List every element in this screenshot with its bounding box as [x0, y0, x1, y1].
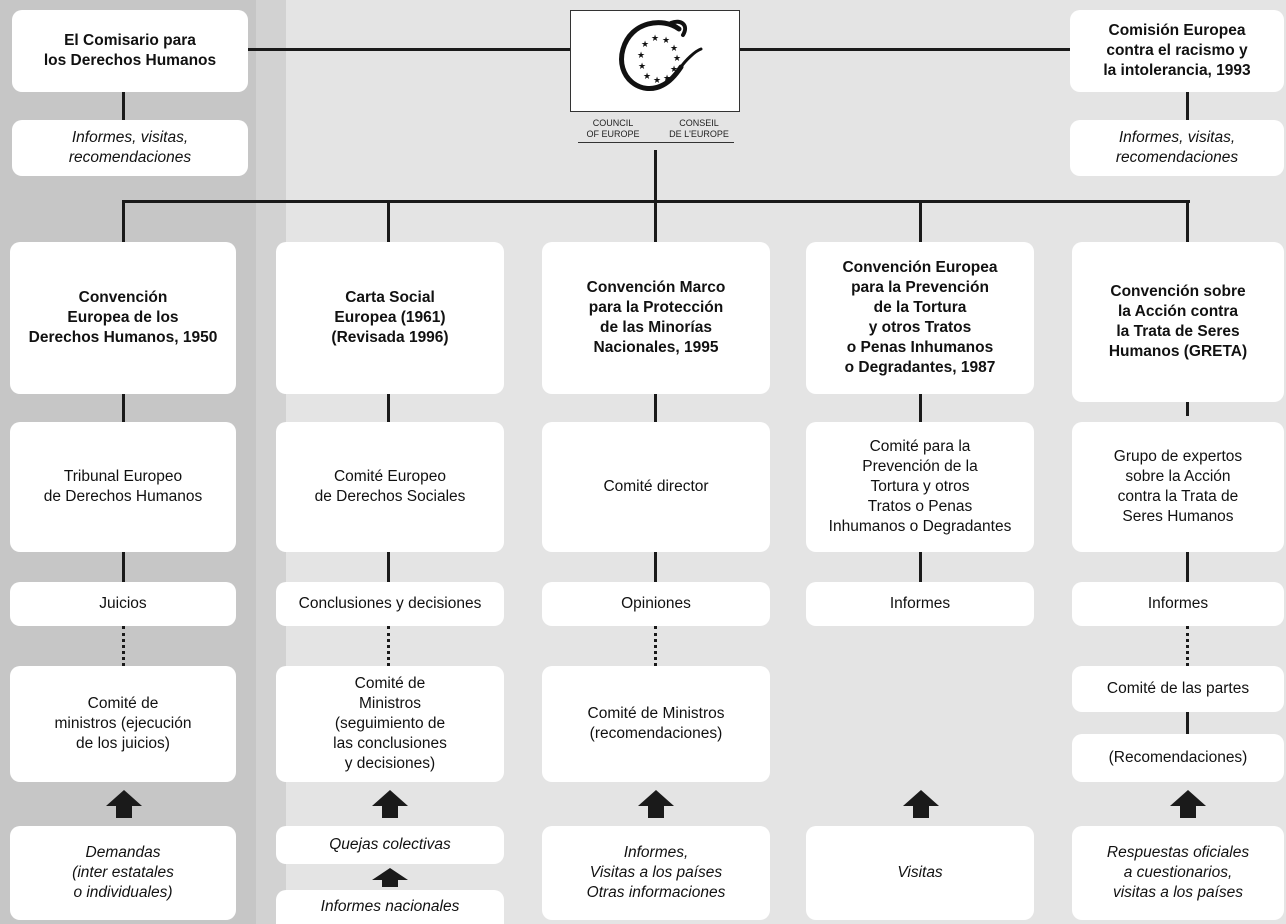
col5-body-box: Grupo de expertos sobre la Acción contra…: [1072, 422, 1284, 552]
drop-col4: [919, 200, 922, 242]
dotted-link-5: [1186, 626, 1189, 666]
dotted-link-3: [654, 626, 657, 666]
logo-underline: [578, 142, 734, 143]
col1-follow-box: Comité de ministros (ejecución de los ju…: [10, 666, 236, 782]
col3-body-box: Comité director: [542, 422, 770, 552]
col4-result-box: Informes: [806, 582, 1034, 626]
col4-body-box: Comité para la Prevención de la Tortura …: [806, 422, 1034, 552]
col2-follow-box: Comité de Ministros (seguimiento de las …: [276, 666, 504, 782]
col5-follow-box: Comité de las partes: [1072, 666, 1284, 712]
link-body-result-4: [919, 552, 922, 582]
svg-text:★: ★: [662, 36, 670, 46]
col3-result-box: Opiniones: [542, 582, 770, 626]
logo-caption-fr: CONSEIL DE L'EUROPE: [669, 118, 729, 139]
col1-input-box: Demandas (inter estatales o individuales…: [10, 826, 236, 920]
logo-caption-en: COUNCIL OF EUROPE: [586, 118, 640, 139]
svg-text:★: ★: [643, 72, 651, 82]
link-title-body-3: [654, 394, 657, 422]
svg-text:★: ★: [673, 54, 681, 64]
col3-follow-box: Comité de Ministros (recomendaciones): [542, 666, 770, 782]
svg-text:★: ★: [638, 62, 646, 72]
svg-text:★: ★: [663, 74, 671, 84]
svg-text:★: ★: [653, 76, 661, 86]
drop-col5: [1186, 200, 1189, 242]
col5-result-box: Informes: [1072, 582, 1284, 626]
drop-col1: [122, 200, 125, 242]
col3-input-box: Informes, Visitas a los países Otras inf…: [542, 826, 770, 920]
col2-body-box: Comité Europeo de Derechos Sociales: [276, 422, 504, 552]
col3-title-box: Convención Marco para la Protección de l…: [542, 242, 770, 394]
link-title-body-5: [1186, 402, 1189, 416]
up-arrow-icon: [372, 790, 408, 818]
commissioner-output-box: Informes, visitas, recomendaciones: [12, 120, 248, 176]
up-arrow-icon: [638, 790, 674, 818]
col5-follow2-box: (Recomendaciones): [1072, 734, 1284, 782]
col2-input2-box: Informes nacionales: [276, 890, 504, 924]
svg-text:★: ★: [670, 44, 678, 54]
logo-caption: COUNCIL OF EUROPE CONSEIL DE L'EUROPE: [572, 118, 740, 140]
link-title-body-1: [122, 394, 125, 422]
drop-col2: [387, 200, 390, 242]
link-title-body-4: [919, 394, 922, 422]
col1-result-box: Juicios: [10, 582, 236, 626]
council-of-europe-stars-logo-icon: ★★★ ★★★ ★★★ ★★: [619, 19, 703, 92]
dotted-link-2: [387, 626, 390, 666]
drop-col3: [654, 200, 657, 242]
ecri-box: Comisión Europea contra el racismo y la …: [1070, 10, 1284, 92]
col5-title-box: Convención sobre la Acción contra la Tra…: [1072, 242, 1284, 402]
link-follow-follow2-5: [1186, 712, 1189, 734]
up-arrow-icon: [372, 868, 408, 887]
col2-title-box: Carta Social Europea (1961) (Revisada 19…: [276, 242, 504, 394]
col1-title-box: Convención Europea de los Derechos Human…: [10, 242, 236, 394]
top-connector-left: [248, 48, 570, 51]
link-body-result-5: [1186, 552, 1189, 582]
link-body-result-3: [654, 552, 657, 582]
col1-body-box: Tribunal Europeo de Derechos Humanos: [10, 422, 236, 552]
trunk-line: [654, 150, 657, 202]
col4-input-box: Visitas: [806, 826, 1034, 920]
svg-text:★: ★: [641, 40, 649, 50]
col2-input-box: Quejas colectivas: [276, 826, 504, 864]
up-arrow-icon: [1170, 790, 1206, 818]
up-arrow-icon: [106, 790, 142, 818]
link-top-right: [1186, 92, 1189, 120]
ecri-output-box: Informes, visitas, recomendaciones: [1070, 120, 1284, 176]
col4-title-box: Convención Europea para la Prevención de…: [806, 242, 1034, 394]
col2-result-box: Conclusiones y decisiones: [276, 582, 504, 626]
link-body-result-2: [387, 552, 390, 582]
up-arrow-icon: [903, 790, 939, 818]
top-connector-right: [740, 48, 1070, 51]
svg-text:★: ★: [637, 51, 645, 61]
council-of-europe-logo: ★★★ ★★★ ★★★ ★★: [570, 10, 740, 112]
link-body-result-1: [122, 552, 125, 582]
col5-input-box: Respuestas oficiales a cuestionarios, vi…: [1072, 826, 1284, 920]
link-top-left: [122, 92, 125, 120]
dotted-link-1: [122, 626, 125, 666]
commissioner-box: El Comisario para los Derechos Humanos: [12, 10, 248, 92]
svg-text:★: ★: [651, 34, 659, 44]
link-title-body-2: [387, 394, 390, 422]
svg-text:★: ★: [670, 65, 678, 75]
